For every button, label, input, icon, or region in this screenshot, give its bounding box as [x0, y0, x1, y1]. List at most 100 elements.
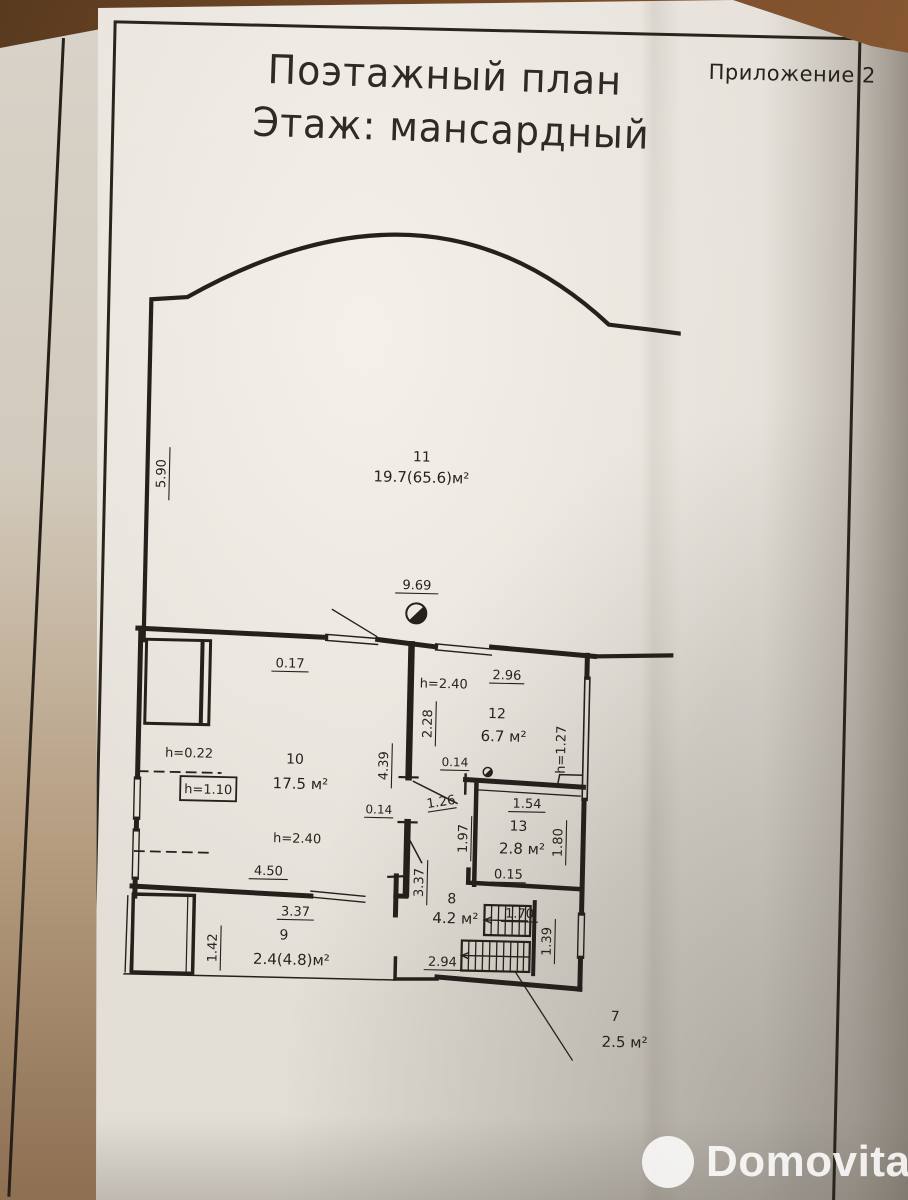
- edge-room9-bottom: [123, 973, 396, 981]
- dim-1-70-line: [500, 920, 538, 923]
- room10-number: 10: [286, 751, 304, 767]
- wall-bottom-corner: [393, 956, 439, 981]
- dim-3-37-room8: 3.37: [412, 868, 428, 897]
- level-mark-half-fill: [409, 606, 427, 624]
- dim-1-42-line: [219, 925, 222, 971]
- dim-0-14-room12-line: [440, 769, 470, 772]
- door-jamb-flange: [387, 875, 407, 878]
- room11-area: 19.7(65.6)м²: [373, 467, 469, 487]
- door-jamb-room9: [392, 873, 399, 918]
- dim-1-54: 1.54: [512, 797, 541, 813]
- dim-h-2-40-room12: h=2.40: [419, 676, 467, 692]
- dim-4-50: 4.50: [254, 864, 283, 880]
- dim-1-26: 1.26: [426, 793, 457, 812]
- dim-h-1-27: h=1.27: [554, 726, 570, 774]
- dim-4-39-line: [390, 743, 393, 789]
- underlying-sheet: [0, 28, 106, 1200]
- dimension-labels: 5.90 9.69 0.17 h=0.22 h=1.10 h=2.40 4.50…: [154, 447, 570, 972]
- dim-1-39: 1.39: [540, 927, 556, 956]
- dim-1-97: 1.97: [456, 824, 472, 853]
- room12-area: 6.7 м²: [480, 727, 526, 746]
- room10-box-inner: [198, 640, 205, 725]
- leader-room7: [514, 970, 574, 1061]
- wall-divider-room10: [402, 640, 415, 898]
- dim-3-37-room9: 3.37: [281, 904, 310, 920]
- leader-level-mark: [331, 608, 378, 638]
- room13-area: 2.8 м²: [499, 839, 545, 858]
- wall-room13-bottom: [465, 867, 585, 892]
- door-swings: [407, 780, 459, 864]
- room8-area: 4.2 м²: [432, 909, 478, 928]
- wall-jog-right: [556, 773, 584, 787]
- room11-number: 11: [413, 449, 431, 465]
- underlying-sheet-border-line: [7, 37, 65, 1197]
- wall-room12-room13: [462, 776, 587, 790]
- dim-0-14-room10-line: [364, 816, 394, 819]
- window-left-wall: [131, 776, 142, 880]
- dim-1-39-line: [553, 919, 556, 965]
- room9-number: 9: [279, 927, 288, 943]
- dim-9-69-line: [395, 592, 439, 595]
- dim-1-97-line: [470, 816, 473, 862]
- dim-0-15: 0.15: [494, 867, 523, 883]
- dim-1-54-line: [508, 810, 546, 813]
- dim-h-0-22: h=0.22: [165, 746, 213, 762]
- vent-half-fill: [484, 768, 493, 777]
- room10-lowheight-box: [143, 637, 213, 727]
- domovita-watermark: Domovita: [642, 1136, 908, 1188]
- level-mark-icon: [405, 602, 428, 625]
- window-room9-top: [310, 890, 366, 904]
- low-wall-right: [581, 676, 591, 802]
- dim-2-94: 2.94: [428, 955, 457, 971]
- domovita-brand-text: Domovita: [706, 1137, 908, 1186]
- domovita-logo-circle-icon: [642, 1136, 694, 1188]
- wall-left-exterior: [132, 625, 144, 899]
- dim-0-15-line: [490, 881, 526, 884]
- window-top-wall: [324, 633, 493, 656]
- wall-stairwell: [531, 900, 537, 977]
- dim-1-70: 1.70: [505, 906, 534, 922]
- page-title: Поэтажный план Этаж: мансардный: [252, 44, 652, 163]
- room12-number: 12: [488, 706, 506, 722]
- dim-1-42: 1.42: [205, 933, 221, 962]
- dim-2-94-line: [423, 969, 461, 972]
- dim-1-80-line: [565, 820, 568, 866]
- room9-closet: [129, 892, 197, 976]
- vent-mark-icon: [482, 766, 493, 778]
- walls-thick: [129, 232, 684, 992]
- dim-2-28-line: [434, 701, 437, 747]
- dashed-lines: [133, 770, 222, 854]
- dim-4-39: 4.39: [377, 751, 393, 780]
- wall-room13-left: [471, 782, 479, 888]
- dim-3-37-room9-line: [276, 918, 314, 921]
- stairs: [459, 903, 532, 974]
- dim-h-1-10: h=1.10: [184, 782, 232, 798]
- room9-area: 2.4(4.8)м²: [253, 950, 330, 970]
- room7-area: 2.5 м²: [601, 1033, 647, 1052]
- door-jambs-divider: [397, 775, 419, 824]
- dim-2-28: 2.28: [420, 709, 436, 738]
- page-content: Поэтажный план Этаж: мансардный Приложен…: [96, 6, 888, 1200]
- dim-3-37-room8-line: [426, 860, 429, 906]
- annex-label: Приложение 2: [708, 59, 877, 88]
- wall-room11-outline: [141, 232, 684, 659]
- room7-number: 7: [611, 1009, 620, 1025]
- dim-5-90-line: [168, 447, 171, 501]
- room-labels: 11 19.7(65.6)м² 10 17.5 м² 12 6.7 м² 13 …: [253, 449, 648, 1052]
- h110-box: [179, 775, 238, 803]
- stairs-upper-direction-arrow: [482, 916, 529, 925]
- dim-5-90: 5.90: [154, 459, 170, 488]
- dim-0-17: 0.17: [275, 656, 304, 672]
- dim-0-14-room12: 0.14: [441, 755, 468, 770]
- dim-0-17-line: [271, 670, 309, 673]
- dim-1-80: 1.80: [551, 828, 567, 857]
- dim-1-26-group: 1.26: [426, 793, 457, 813]
- room10-area: 17.5 м²: [272, 774, 328, 793]
- wall-lower-top: [135, 625, 598, 660]
- built-in-boxes: [129, 637, 238, 976]
- dim-2-96: 2.96: [492, 668, 521, 684]
- wall-room13-top-inner: [475, 789, 581, 797]
- stairs-lower-direction-arrow: [459, 951, 531, 960]
